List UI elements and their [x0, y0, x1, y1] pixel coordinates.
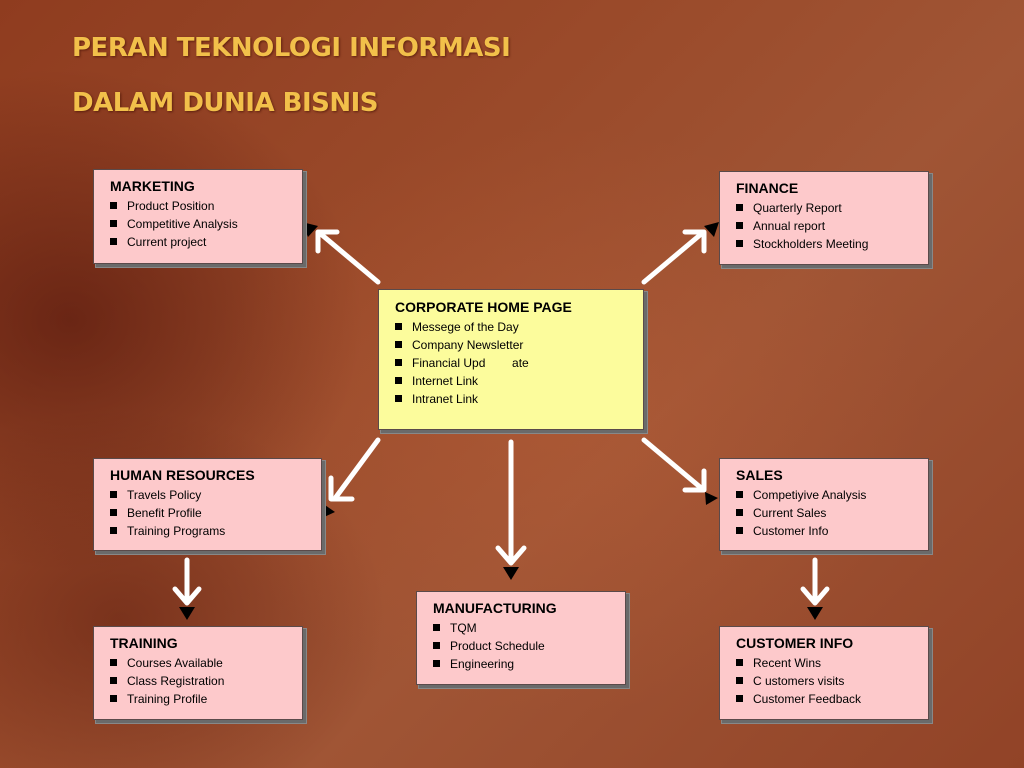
human-resources-heading: HUMAN RESOURCES: [110, 467, 255, 483]
sales-heading: SALES: [736, 467, 783, 483]
customer-info-box: CUSTOMER INFO Recent Wins C ustomers vis…: [719, 626, 929, 720]
list-item: Financial Upd ate: [395, 354, 633, 372]
list-item: Recent Wins: [736, 654, 918, 672]
list-item: Travels Policy: [110, 486, 311, 504]
sales-box: SALES Competiyive Analysis Current Sales…: [719, 458, 929, 551]
list-item: Competitive Analysis: [110, 215, 292, 233]
list-item: Annual report: [736, 217, 918, 235]
training-heading: TRAINING: [110, 635, 178, 651]
finance-list: Quarterly Report Annual report Stockhold…: [736, 199, 918, 253]
list-item: C ustomers visits: [736, 672, 918, 690]
slide-title-line-1: PERAN TEKNOLOGI INFORMASI: [72, 33, 511, 63]
list-item: Stockholders Meeting: [736, 235, 918, 253]
list-item: TQM: [433, 619, 615, 637]
customer-info-list: Recent Wins C ustomers visits Customer F…: [736, 654, 918, 708]
list-item: Competiyive Analysis: [736, 486, 918, 504]
list-item: Customer Feedback: [736, 690, 918, 708]
list-item: Benefit Profile: [110, 504, 311, 522]
manufacturing-heading: MANUFACTURING: [433, 600, 557, 616]
list-item: Courses Available: [110, 654, 292, 672]
human-resources-list: Travels Policy Benefit Profile Training …: [110, 486, 311, 540]
corporate-home-page-heading: CORPORATE HOME PAGE: [395, 299, 572, 315]
list-item: Messege of the Day: [395, 318, 633, 336]
list-item: Product Position: [110, 197, 292, 215]
list-item: Training Profile: [110, 690, 292, 708]
list-item: Current Sales: [736, 504, 918, 522]
training-list: Courses Available Class Registration Tra…: [110, 654, 292, 708]
sales-list: Competiyive Analysis Current Sales Custo…: [736, 486, 918, 540]
finance-box: FINANCE Quarterly Report Annual report S…: [719, 171, 929, 265]
marketing-heading: MARKETING: [110, 178, 195, 194]
corporate-home-page-list: Messege of the Day Company Newsletter Fi…: [395, 318, 633, 408]
arrow-to-customer-info: [800, 557, 830, 620]
list-item: Product Schedule: [433, 637, 615, 655]
arrow-to-marketing: [302, 222, 381, 285]
training-box: TRAINING Courses Available Class Registr…: [93, 626, 303, 720]
list-item: Intranet Link: [395, 390, 633, 408]
human-resources-box: HUMAN RESOURCES Travels Policy Benefit P…: [93, 458, 322, 551]
arrow-to-manufacturing: [495, 439, 527, 580]
marketing-list: Product Position Competitive Analysis Cu…: [110, 197, 292, 251]
manufacturing-box: MANUFACTURING TQM Product Schedule Engin…: [416, 591, 626, 685]
customer-info-heading: CUSTOMER INFO: [736, 635, 854, 651]
list-item: Current project: [110, 233, 292, 251]
list-item: Class Registration: [110, 672, 292, 690]
list-item: Training Programs: [110, 522, 311, 540]
marketing-box: MARKETING Product Position Competitive A…: [93, 169, 303, 264]
finance-heading: FINANCE: [736, 180, 799, 196]
list-item: Company Newsletter: [395, 336, 633, 354]
arrow-to-training: [172, 557, 202, 620]
list-item: Quarterly Report: [736, 199, 918, 217]
slide-title-line-2: DALAM DUNIA BISNIS: [72, 88, 379, 118]
list-item: Internet Link: [395, 372, 633, 390]
list-item: Customer Info: [736, 522, 918, 540]
manufacturing-list: TQM Product Schedule Engineering: [433, 619, 615, 673]
list-item: Engineering: [433, 655, 615, 673]
arrow-to-human-resources: [322, 437, 381, 518]
arrow-to-finance: [641, 222, 719, 285]
corporate-home-page-box: CORPORATE HOME PAGE Messege of the Day C…: [378, 289, 644, 430]
arrow-to-sales: [641, 437, 718, 505]
